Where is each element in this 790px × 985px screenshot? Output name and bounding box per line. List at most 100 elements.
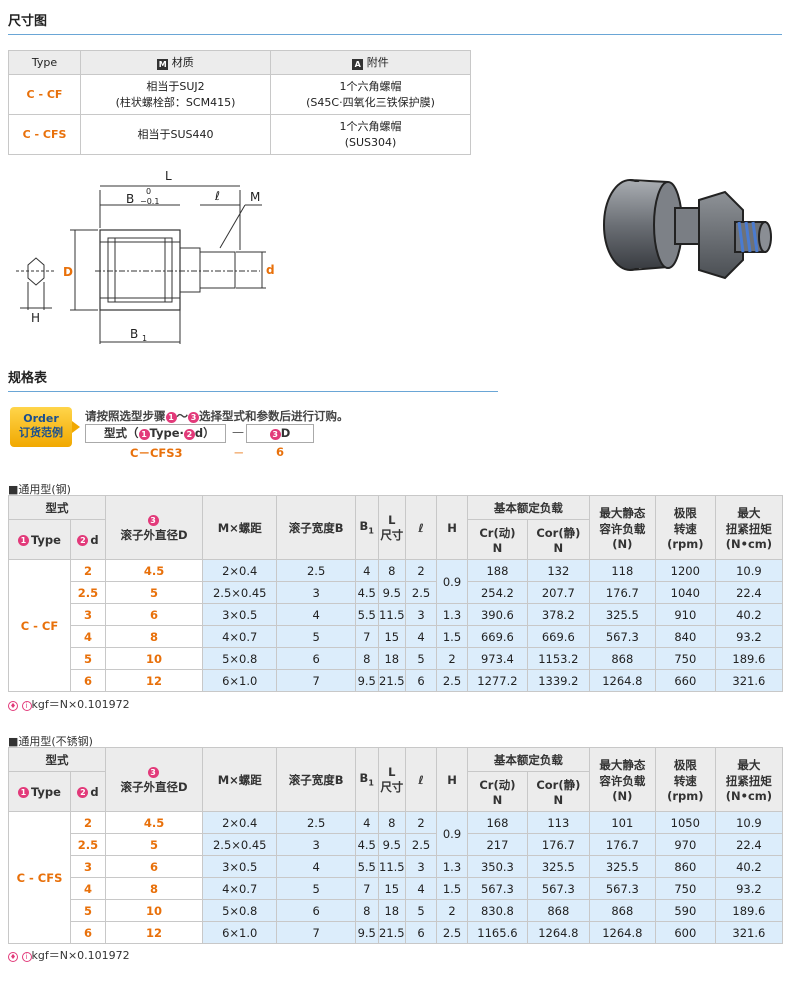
type-header: Type <box>8 50 81 75</box>
torque-cell: 321.6 <box>714 921 784 944</box>
rpm-cell: 750 <box>654 647 716 670</box>
B1-cell: 8 <box>354 647 379 670</box>
speed-header: 极限转速(rpm) <box>654 495 716 560</box>
torque-cell: 189.6 <box>714 899 784 922</box>
torque-header: 最大扭紧扭矩(N•cm) <box>714 495 784 560</box>
L-cell: 11.5 <box>377 603 407 626</box>
spec-section-title: 规格表 <box>8 371 48 386</box>
thread-header: M×螺距 <box>202 495 278 560</box>
Cor-cell: 868 <box>526 899 590 922</box>
outer-diameter-cell: 8 <box>105 625 204 648</box>
l-cell: 4 <box>405 877 438 900</box>
M-cell: 6×1.0 <box>202 921 278 944</box>
outer-diameter-cell: 5 <box>105 833 204 856</box>
L-cell: 18 <box>377 899 407 922</box>
label-d: d <box>266 263 275 277</box>
B1-cell: 8 <box>354 899 379 922</box>
rpm-cell: 600 <box>654 921 716 944</box>
torque-header: 最大扭紧扭矩(N•cm) <box>714 747 784 812</box>
l-header: ℓ <box>405 495 438 560</box>
roller-width-header: 滚子宽度B <box>276 495 356 560</box>
M-cell: 6×1.0 <box>202 669 278 692</box>
M-cell: 2×0.4 <box>202 811 278 834</box>
Cr-cell: 168 <box>466 811 528 834</box>
B-cell: 4 <box>276 603 356 626</box>
label-B1-sub: 1 <box>142 334 147 343</box>
material-icon: M <box>157 58 169 70</box>
d-cell: 6 <box>69 921 107 944</box>
h-cell: 0.9 <box>436 559 468 604</box>
B1-cell: 9.5 <box>354 669 379 692</box>
roller-width-header: 滚子宽度B <box>276 747 356 812</box>
B-cell: 2.5 <box>276 559 356 582</box>
Cr-cell: 669.6 <box>466 625 528 648</box>
h-cell: 2 <box>436 899 468 922</box>
l-cell: 3 <box>405 603 438 626</box>
h-cell: 0.9 <box>436 811 468 856</box>
label-B1: B <box>130 327 138 341</box>
outer-diameter-cell: 6 <box>105 855 204 878</box>
outer-diameter-cell: 10 <box>105 647 204 670</box>
static-cell: 567.3 <box>588 877 656 900</box>
rpm-cell: 1200 <box>654 559 716 582</box>
Cr-cell: 567.3 <box>466 877 528 900</box>
section-divider <box>8 391 498 392</box>
torque-cell: 10.9 <box>714 559 784 582</box>
l-cell: 2.5 <box>405 833 438 856</box>
L-cell: 18 <box>377 647 407 670</box>
Cor-cell: 378.2 <box>526 603 590 626</box>
rpm-cell: 660 <box>654 669 716 692</box>
L-cell: 15 <box>377 625 407 648</box>
type-cell: C - CF <box>8 559 71 692</box>
Cor-cell: 567.3 <box>526 877 590 900</box>
order-example-dash: － <box>233 446 245 460</box>
h-header: H <box>436 495 468 560</box>
Cor-cell: 1153.2 <box>526 647 590 670</box>
h-cell: 1.3 <box>436 855 468 878</box>
accessory-cell: 1个六角螺帽(S45C·四氧化三铁保护膜) <box>270 74 471 115</box>
l-cell: 4 <box>405 625 438 648</box>
load-header: 基本额定负载 <box>466 747 590 772</box>
cr-header: Cr(动)N <box>466 771 528 812</box>
static-cell: 118 <box>588 559 656 582</box>
Cor-cell: 325.5 <box>526 855 590 878</box>
thread-header: M×螺距 <box>202 747 278 812</box>
B-cell: 5 <box>276 625 356 648</box>
b1-header: B1 <box>354 747 379 812</box>
static-cell: 101 <box>588 811 656 834</box>
label-B-tol-lower: −0.1 <box>140 197 159 206</box>
h-header: H <box>436 747 468 812</box>
rpm-cell: 840 <box>654 625 716 648</box>
B-cell: 7 <box>276 669 356 692</box>
B-cell: 2.5 <box>276 811 356 834</box>
B1-cell: 5.5 <box>354 855 379 878</box>
B1-cell: 4.5 <box>354 581 379 604</box>
L-cell: 11.5 <box>377 855 407 878</box>
accessory-icon: A <box>352 58 364 70</box>
d-cell: 2 <box>69 559 107 582</box>
order-dash: — <box>232 425 244 439</box>
order-example-value: 6 <box>276 445 285 459</box>
torque-cell: 40.2 <box>714 603 784 626</box>
torque-cell: 22.4 <box>714 581 784 604</box>
static-cell: 325.5 <box>588 603 656 626</box>
M-cell: 2.5×0.45 <box>202 581 278 604</box>
rpm-cell: 1040 <box>654 581 716 604</box>
torque-cell: 93.2 <box>714 625 784 648</box>
d-cell: 5 <box>69 647 107 670</box>
l-cell: 5 <box>405 899 438 922</box>
d-cell: 4 <box>69 625 107 648</box>
